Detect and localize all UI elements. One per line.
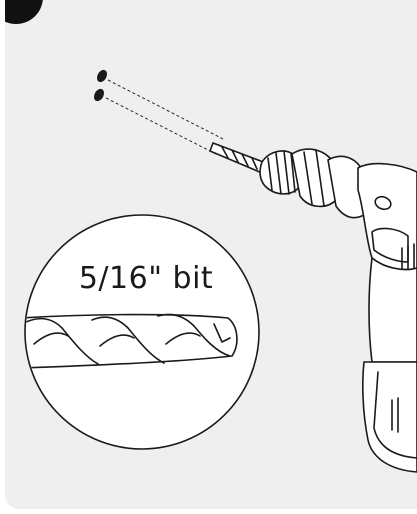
pilot-hole-marks-icon [93,69,108,102]
cordless-drill-icon [209,142,417,473]
drill-bit-closeup [24,214,260,450]
alignment-guide-lines [105,79,224,155]
drill-bit-size-label: 5/16" bit [78,261,214,296]
